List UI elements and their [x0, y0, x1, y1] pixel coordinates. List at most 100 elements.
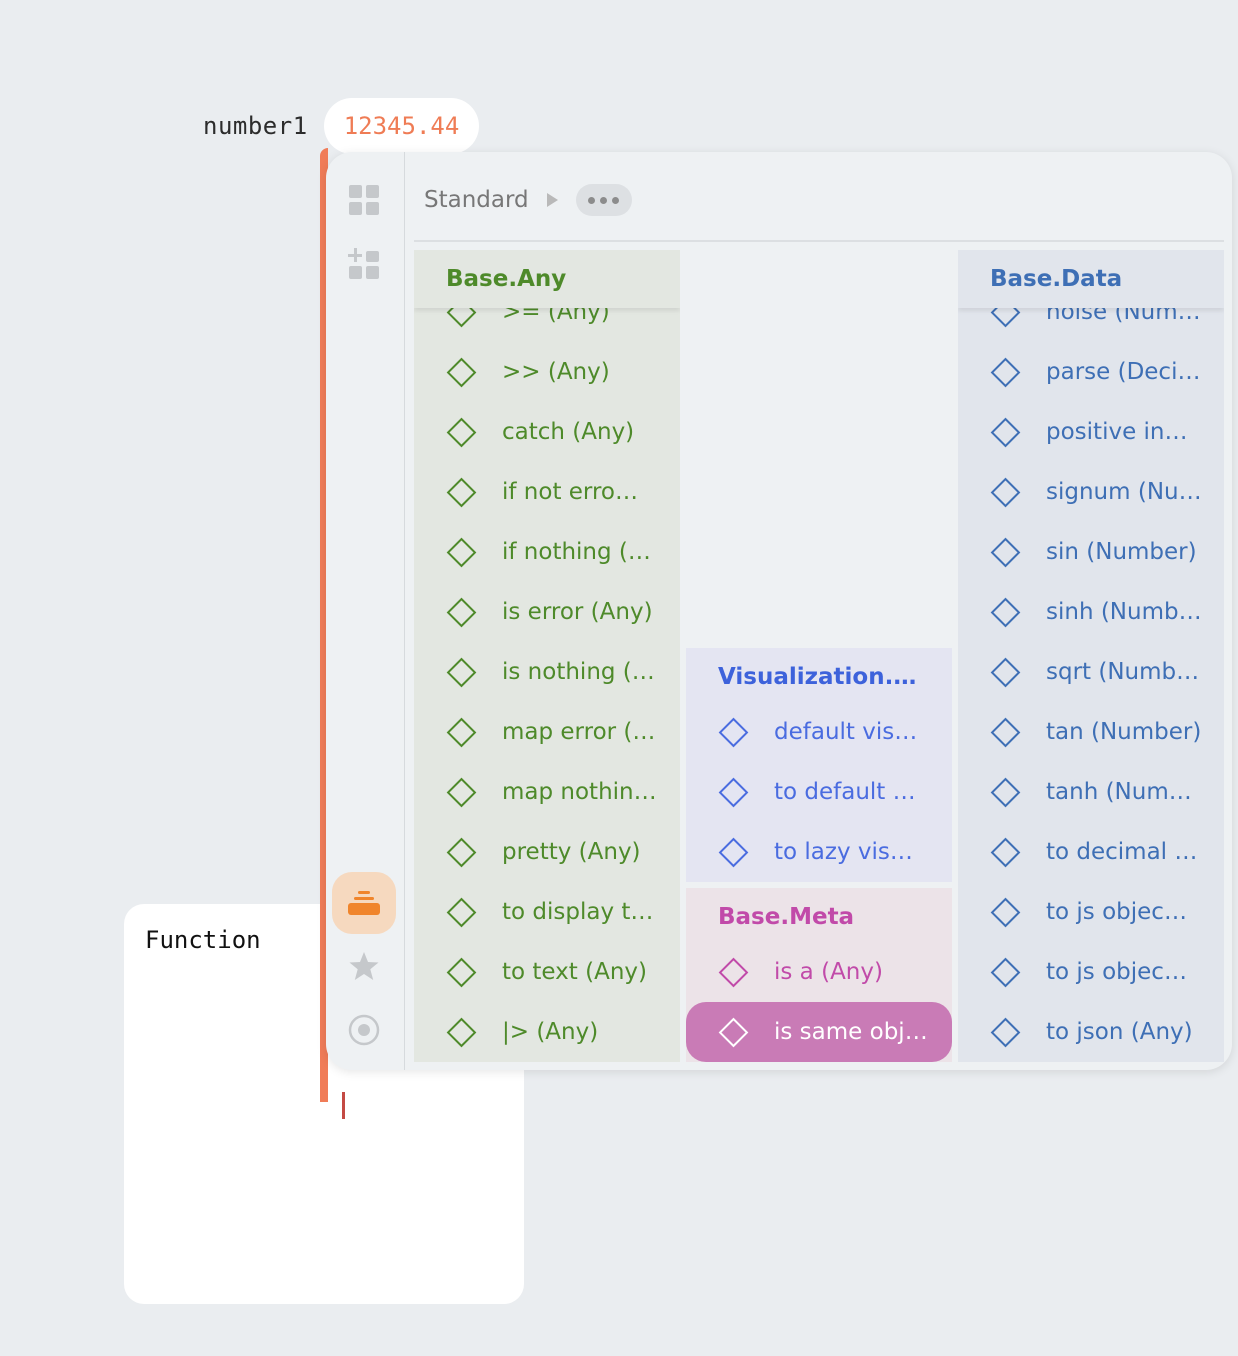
list-item-label: tanh (Num…: [1046, 779, 1192, 805]
section-visualization: Visualization.… default vis… to default ……: [686, 648, 952, 882]
list-item[interactable]: is same obj…: [686, 1002, 952, 1062]
diamond-icon: [990, 357, 1021, 387]
section-base-meta: Base.Meta is a (Any)is same obj…: [686, 888, 952, 1062]
list-item-label: to default …: [774, 779, 916, 805]
list-item[interactable]: to text (Any): [414, 942, 680, 1002]
list-item-label: is same obj…: [774, 1019, 928, 1045]
list-item[interactable]: to js objec…: [958, 882, 1224, 942]
section-title: Visualization.…: [686, 648, 952, 706]
list-item-label: if not erro…: [502, 479, 639, 505]
list-item-label: catch (Any): [502, 419, 635, 445]
list-item[interactable]: tanh (Num…: [958, 762, 1224, 822]
list-item-label: to lazy vis…: [774, 839, 913, 865]
diamond-icon: [990, 897, 1021, 927]
list-item[interactable]: |> (Any): [414, 1002, 680, 1062]
list-item[interactable]: to display t…: [414, 882, 680, 942]
section-items: noise (Num…parse (Deci…positive in…signu…: [958, 282, 1224, 1062]
list-item[interactable]: positive in…: [958, 402, 1224, 462]
list-item[interactable]: pretty (Any): [414, 822, 680, 882]
section-base-any: Base.Any >= (Any)>> (Any)catch (Any)if n…: [414, 250, 680, 1062]
list-item-label: is a (Any): [774, 959, 883, 985]
star-icon[interactable]: [348, 950, 380, 982]
list-item[interactable]: to decimal …: [958, 822, 1224, 882]
node-value-pill[interactable]: 12345.44: [324, 98, 479, 154]
list-item[interactable]: sinh (Numb…: [958, 582, 1224, 642]
diamond-icon: [446, 657, 477, 687]
list-item[interactable]: to lazy vis…: [686, 822, 952, 882]
list-item[interactable]: map nothin…: [414, 762, 680, 822]
list-item[interactable]: parse (Deci…: [958, 342, 1224, 402]
list-item-label: parse (Deci…: [1046, 359, 1201, 385]
list-item[interactable]: catch (Any): [414, 402, 680, 462]
list-item-label: sin (Number): [1046, 539, 1197, 565]
breadcrumb-arrow-icon: [546, 193, 558, 207]
diamond-icon: [718, 957, 749, 987]
list-item[interactable]: to js objec…: [958, 942, 1224, 1002]
list-item-label: pretty (Any): [502, 839, 641, 865]
list-item[interactable]: to json (Any): [958, 1002, 1224, 1062]
diamond-icon: [990, 537, 1021, 567]
breadcrumb-more-button[interactable]: [575, 184, 632, 216]
list-item[interactable]: is nothing (…: [414, 642, 680, 702]
component-browser: Standard Base.Any >= (Any)>> (Any)catch …: [326, 152, 1232, 1070]
diamond-icon: [446, 777, 477, 807]
list-item-label: positive in…: [1046, 419, 1188, 445]
stack-icon[interactable]: [348, 888, 380, 920]
breadcrumb-root[interactable]: Standard: [424, 187, 529, 213]
connection-bar: [320, 148, 328, 1102]
diamond-icon: [446, 1017, 477, 1047]
list-item-label: to js objec…: [1046, 959, 1187, 985]
diamond-icon: [446, 957, 477, 987]
list-item-label: is error (Any): [502, 599, 653, 625]
list-item-label: sqrt (Numb…: [1046, 659, 1200, 685]
list-item-label: map error (…: [502, 719, 656, 745]
diamond-icon: [446, 357, 477, 387]
diamond-icon: [446, 597, 477, 627]
diamond-icon: [990, 597, 1021, 627]
list-item[interactable]: is error (Any): [414, 582, 680, 642]
list-item-label: signum (Nu…: [1046, 479, 1202, 505]
list-item[interactable]: sqrt (Numb…: [958, 642, 1224, 702]
browser-sidebar: [326, 152, 405, 1070]
add-grid-icon[interactable]: [348, 248, 380, 280]
function-node-title: Function: [145, 926, 261, 954]
list-item[interactable]: if not erro…: [414, 462, 680, 522]
diamond-icon: [990, 777, 1021, 807]
list-item-label: default vis…: [774, 719, 918, 745]
list-item-label: to display t…: [502, 899, 654, 925]
diamond-icon: [446, 417, 477, 447]
list-item[interactable]: default vis…: [686, 702, 952, 762]
diamond-icon: [446, 717, 477, 747]
diamond-icon: [446, 537, 477, 567]
list-item-label: to text (Any): [502, 959, 647, 985]
list-item[interactable]: tan (Number): [958, 702, 1224, 762]
diamond-icon: [990, 957, 1021, 987]
radio-icon[interactable]: [348, 1014, 380, 1046]
list-item[interactable]: signum (Nu…: [958, 462, 1224, 522]
list-item-label: is nothing (…: [502, 659, 655, 685]
section-title: Base.Any: [414, 250, 680, 308]
list-item[interactable]: is a (Any): [686, 942, 952, 1002]
diamond-icon: [718, 717, 749, 747]
grid-icon[interactable]: [348, 184, 380, 216]
list-item[interactable]: >> (Any): [414, 342, 680, 402]
diamond-icon: [446, 477, 477, 507]
diamond-icon: [990, 837, 1021, 867]
node-name-label: number1: [203, 112, 308, 140]
list-item-label: >> (Any): [502, 359, 610, 385]
diamond-icon: [718, 837, 749, 867]
list-item[interactable]: to default …: [686, 762, 952, 822]
section-items: is a (Any) is same obj…: [686, 942, 952, 1062]
list-item-label: to js objec…: [1046, 899, 1187, 925]
diamond-icon: [990, 417, 1021, 447]
list-item-label: if nothing (…: [502, 539, 651, 565]
diamond-icon: [990, 657, 1021, 687]
list-item[interactable]: map error (…: [414, 702, 680, 762]
list-item[interactable]: sin (Number): [958, 522, 1224, 582]
diamond-icon: [990, 477, 1021, 507]
list-item-label: |> (Any): [502, 1019, 599, 1045]
list-item-label: sinh (Numb…: [1046, 599, 1202, 625]
header-divider: [414, 240, 1224, 242]
diamond-icon: [990, 1017, 1021, 1047]
list-item[interactable]: if nothing (…: [414, 522, 680, 582]
